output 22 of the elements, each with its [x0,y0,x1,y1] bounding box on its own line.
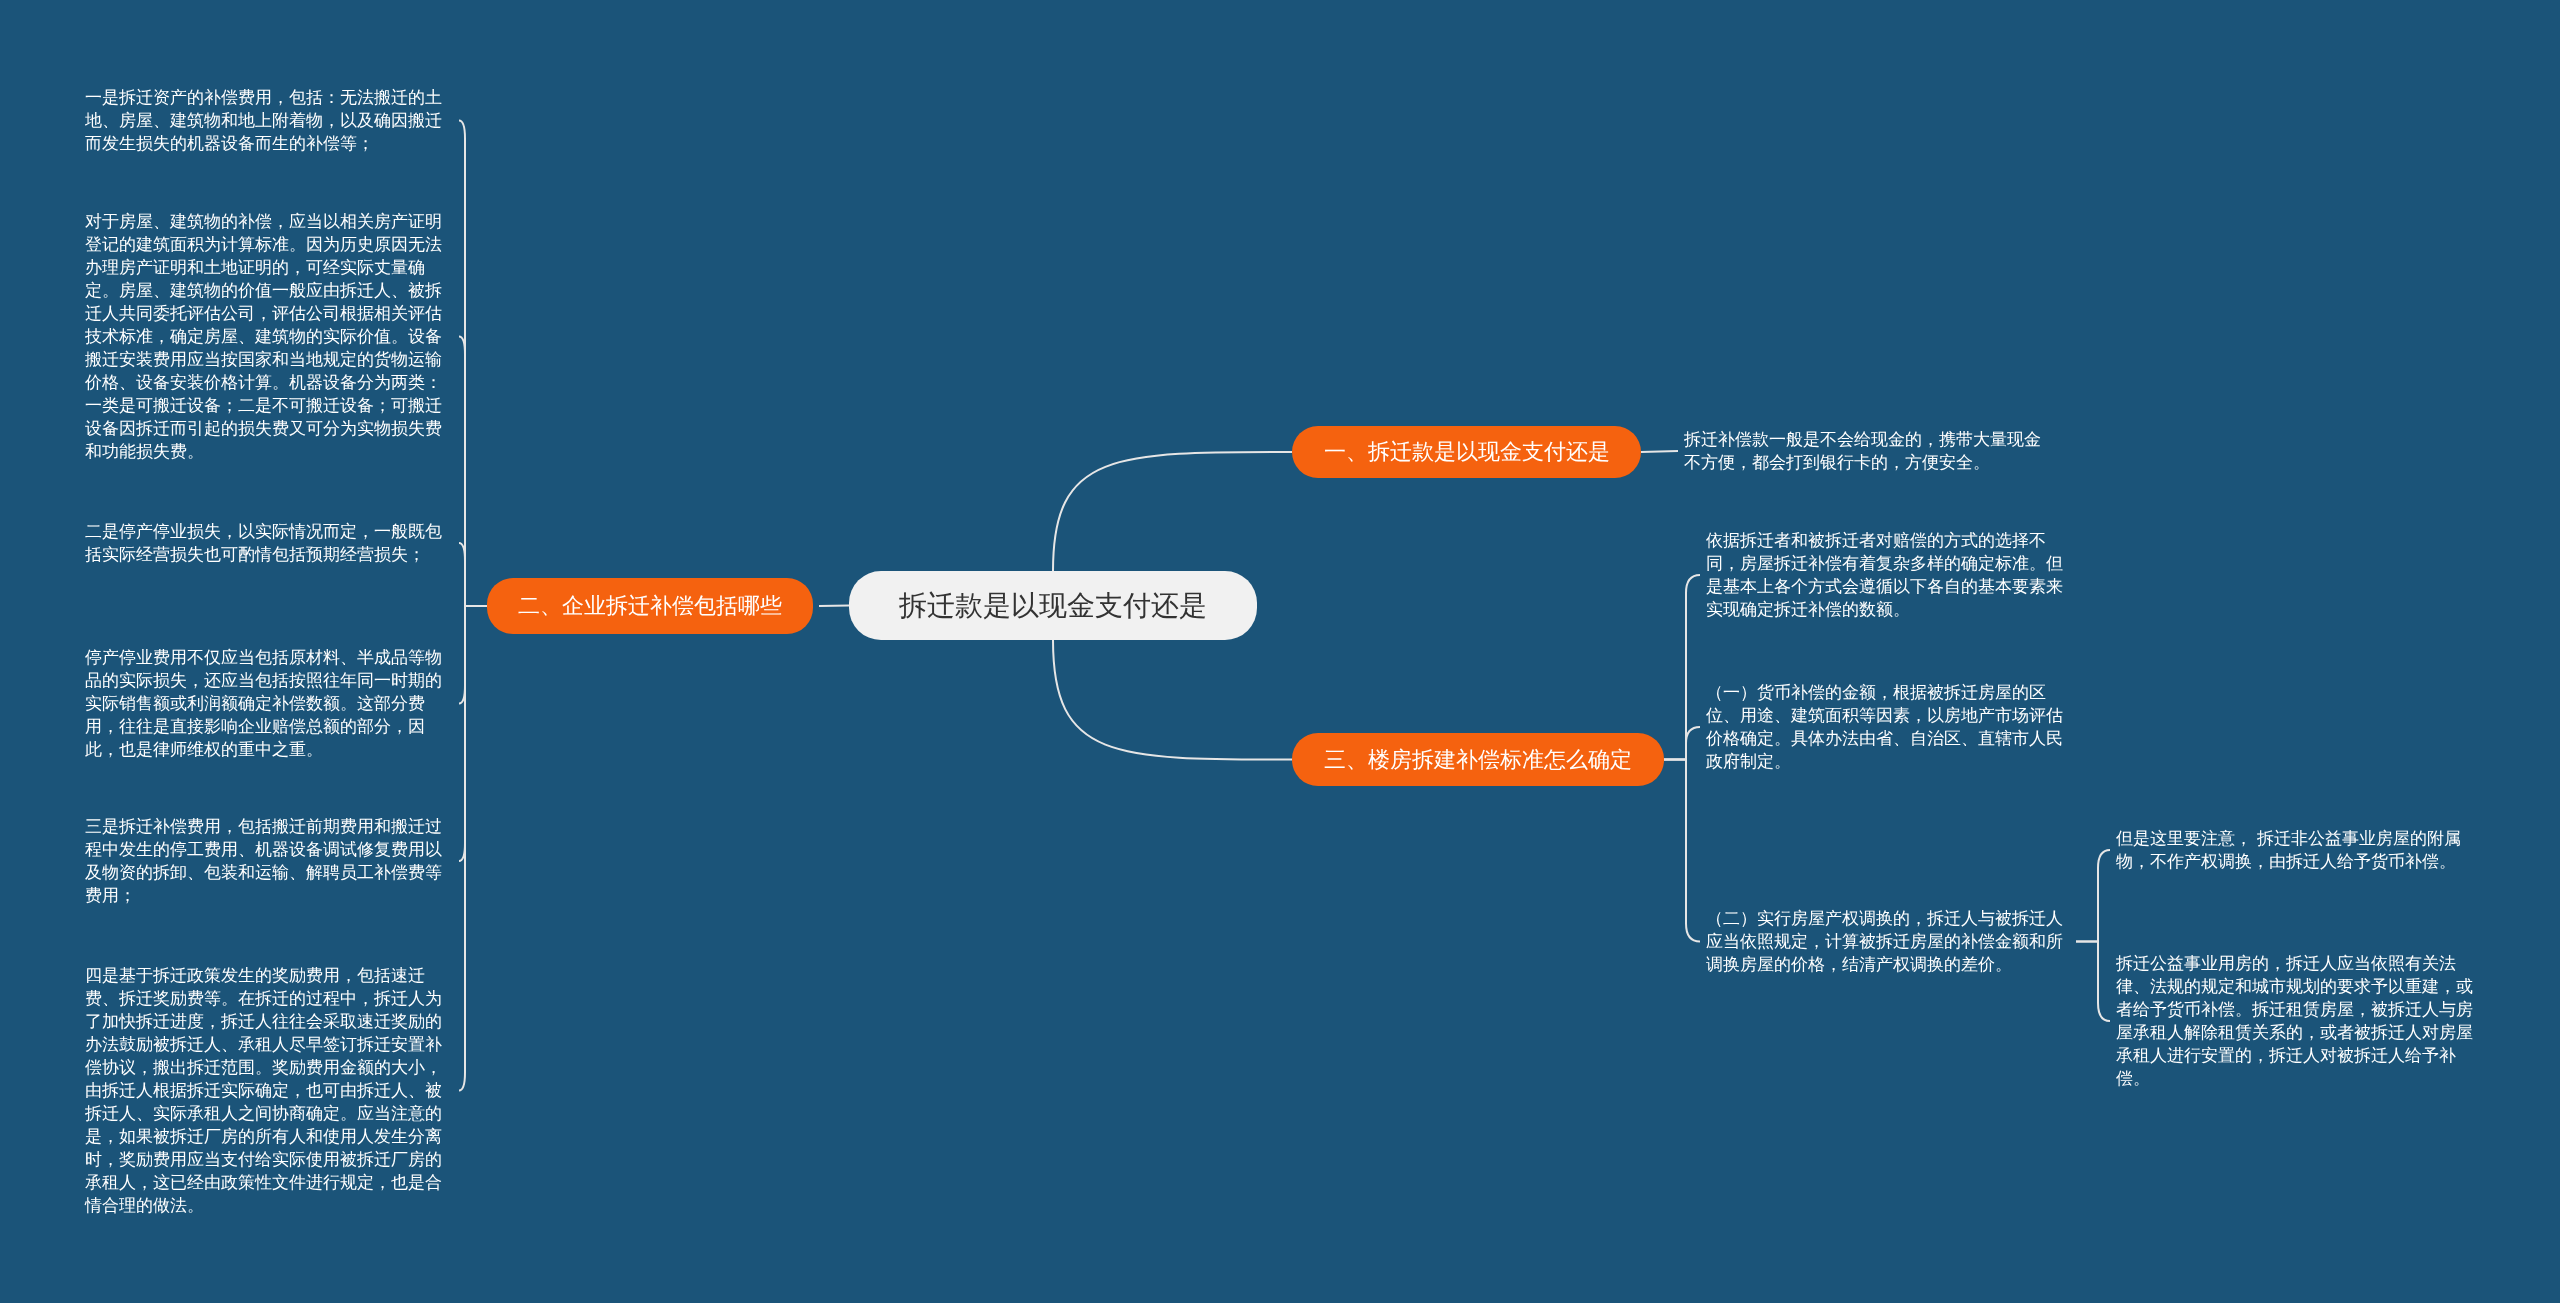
connector-line [818,604,850,607]
connector-line [1663,758,1701,943]
note-text: 拆迁补偿款一般是不会给现金的，携带大量现金不方便，都会打到银行卡的，方便安全。 [1684,428,2054,474]
note-text: 停产停业费用不仅应当包括原材料、半成品等物品的实际损失，还应当包括按照往年同一时期的实际销售额或利润额确定补偿数额。这部分费用，往往是直接影响企业赔偿总额的部分，因此，也是律师维权的重中之重。 [85,646,453,761]
topic-box: 拆迁款是以现金支付还是 [849,571,1257,640]
connector-line [1052,451,1293,572]
connector-line [1052,639,1293,761]
connector-line [2075,940,2111,1022]
note-text: 二是停产停业损失，以实际情况而定，一般既包括实际经营损失也可酌情包括预期经营损失； [85,520,453,566]
branch-box: 一、拆迁款是以现金支付还是 [1292,426,1641,478]
branch-box: 三、楼房拆建补偿标准怎么确定 [1292,733,1664,786]
note-text: 四是基于拆迁政策发生的奖励费用，包括速迁费、拆迁奖励费等。在拆迁的过程中，拆迁人为了加快拆迁进度，拆迁人往往会采取速迁奖励的办法鼓励被拆迁人、承租人尽早签订拆迁安置补偿协议，搬出拆迁范围。奖励费用金额的大小，由拆迁人根据拆迁实际确定，也可由拆迁人、被拆迁人、实际承租人之间协商确定。应当注意的是，如果被拆迁厂房的所有人和使用人发生分离时，奖励费用应当支付给实际使用被拆迁厂房的承租人，这已经由政策性文件进行规定，也是合情合理的做法。 [85,964,453,1217]
note-text: （二）实行房屋产权调换的，拆迁人与被拆迁人应当依照规定，计算被拆迁房屋的补偿金额和所调换房屋的价格，结清产权调换的差价。 [1706,907,2076,976]
connector-line [1640,450,1679,453]
branch-box: 二、企业拆迁补偿包括哪些 [487,578,813,634]
note-text: 一是拆迁资产的补偿费用，包括：无法搬迁的土地、房屋、建筑物和地上附着物，以及确因搬迁而发生损失的机器设备而生的补偿等； [85,86,453,155]
note-text: （一）货币补偿的金额，根据被拆迁房屋的区位、用途、建筑面积等因素，以房地产市场评估价格确定。具体办法由省、自治区、直辖市人民政府制定。 [1706,681,2076,773]
note-text: 拆迁公益事业用房的，拆迁人应当依照有关法律、法规的规定和城市规划的要求予以重建，或者给予货币补偿。拆迁租赁房屋，被拆迁人与房屋承租人解除租赁关系的，或者被拆迁人对房屋承租人进行安置的，拆迁人对被拆迁人给予补偿。 [2116,952,2486,1090]
note-text: 依据拆迁者和被拆迁者对赔偿的方式的选择不同，房屋拆迁补偿有着复杂多样的确定标准。但是基本上各个方式会遵循以下各自的基本要素来实现确定拆迁补偿的数额。 [1706,529,2076,621]
note-text: 三是拆迁补偿费用，包括搬迁前期费用和搬迁过程中发生的停工费用、机器设备调试修复费用以及物资的拆卸、包装和运输、解聘员工补偿费等费用； [85,815,453,907]
note-text: 对于房屋、建筑物的补偿，应当以相关房产证明登记的建筑面积为计算标准。因为历史原因无法办理房产证明和土地证明的，可经实际丈量确定。房屋、建筑物的价值一般应由拆迁人、被拆迁人共同委托评估公司，评估公司根据相关评估技术标准，确定房屋、建筑物的实际价值。设备搬迁安装费用应当按国家和当地规定的货物运输价格、设备安装价格计算。机器设备分为两类：一类是可搬迁设备；二是不可搬迁设备；可搬迁设备因拆迁而引起的损失费又可分为实物损失费和功能损失费。 [85,210,453,463]
note-text: 但是这里要注意， 拆迁非公益事业房屋的附属物，不作产权调换，由拆迁人给予货币补偿。 [2116,827,2486,873]
